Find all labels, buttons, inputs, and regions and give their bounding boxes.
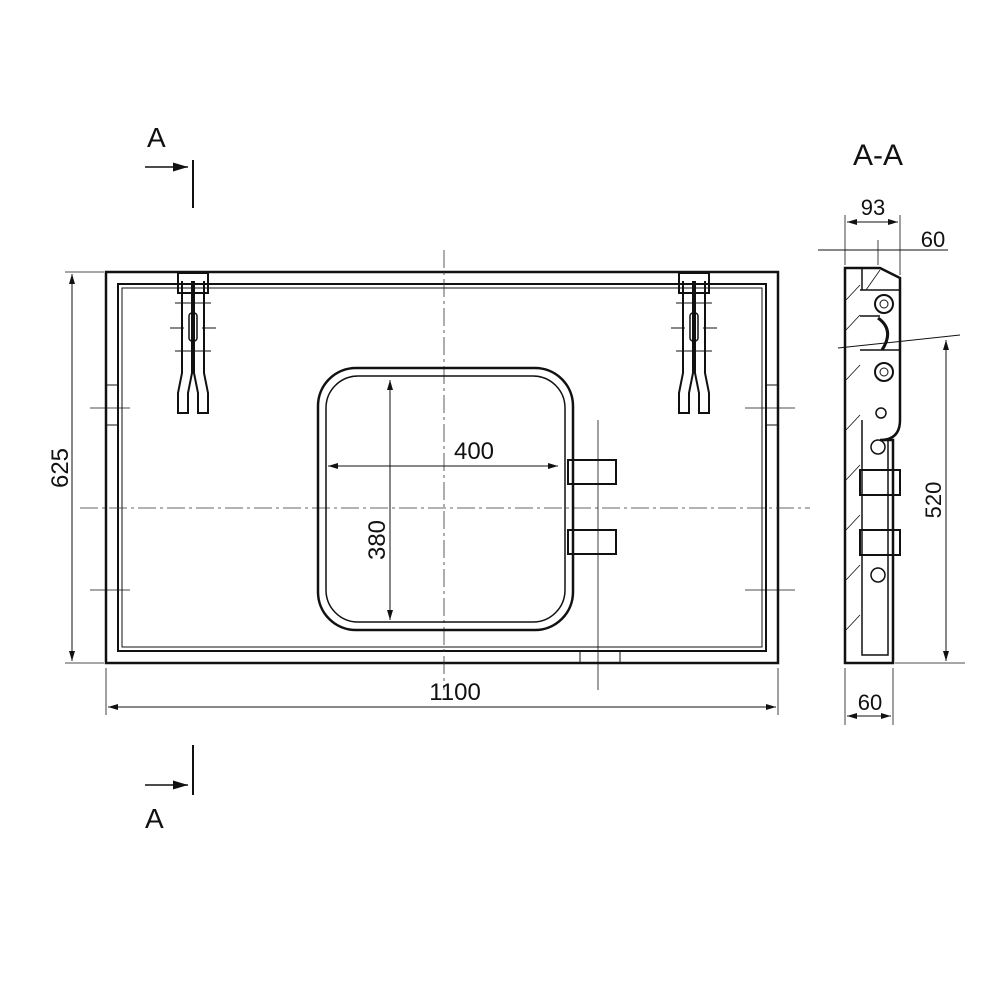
section-marker-top: A xyxy=(145,122,194,208)
section-label-top: A xyxy=(147,122,166,153)
front-view xyxy=(80,250,810,690)
dimension-label: 60 xyxy=(858,690,882,715)
bolt-icon xyxy=(875,407,887,419)
dimension-side-offset-top: 60 xyxy=(818,227,948,265)
mounting-bracket-left xyxy=(169,272,217,414)
dimension-label: 380 xyxy=(364,520,391,560)
mounting-bracket-right xyxy=(670,272,718,414)
section-label-bottom: A xyxy=(145,803,164,834)
dimension-overall-height: 625 xyxy=(47,271,104,664)
bolt-icon xyxy=(874,294,894,314)
section-marker-bottom: A xyxy=(145,745,194,834)
dimension-overall-width: 1100 xyxy=(105,668,779,715)
section-view: A-A xyxy=(837,139,961,665)
bolt-icon xyxy=(870,567,886,583)
dimension-label: 520 xyxy=(921,482,946,519)
dimension-side-depth-top: 93 xyxy=(844,195,901,275)
bolt-icon xyxy=(874,362,894,382)
dimension-label: 625 xyxy=(47,448,74,488)
dimension-opening-height: 380 xyxy=(364,380,393,620)
dimension-side-mount-height: 520 xyxy=(895,340,965,664)
dimension-label: 1100 xyxy=(429,679,481,706)
dimension-label: 60 xyxy=(921,227,945,252)
dimension-opening-width: 400 xyxy=(328,438,558,469)
bolt-icon xyxy=(870,439,886,455)
dimension-side-depth-bottom: 60 xyxy=(844,668,894,725)
dimension-label: 400 xyxy=(454,438,494,465)
dimension-label: 93 xyxy=(861,195,885,220)
section-title: A-A xyxy=(853,139,903,172)
